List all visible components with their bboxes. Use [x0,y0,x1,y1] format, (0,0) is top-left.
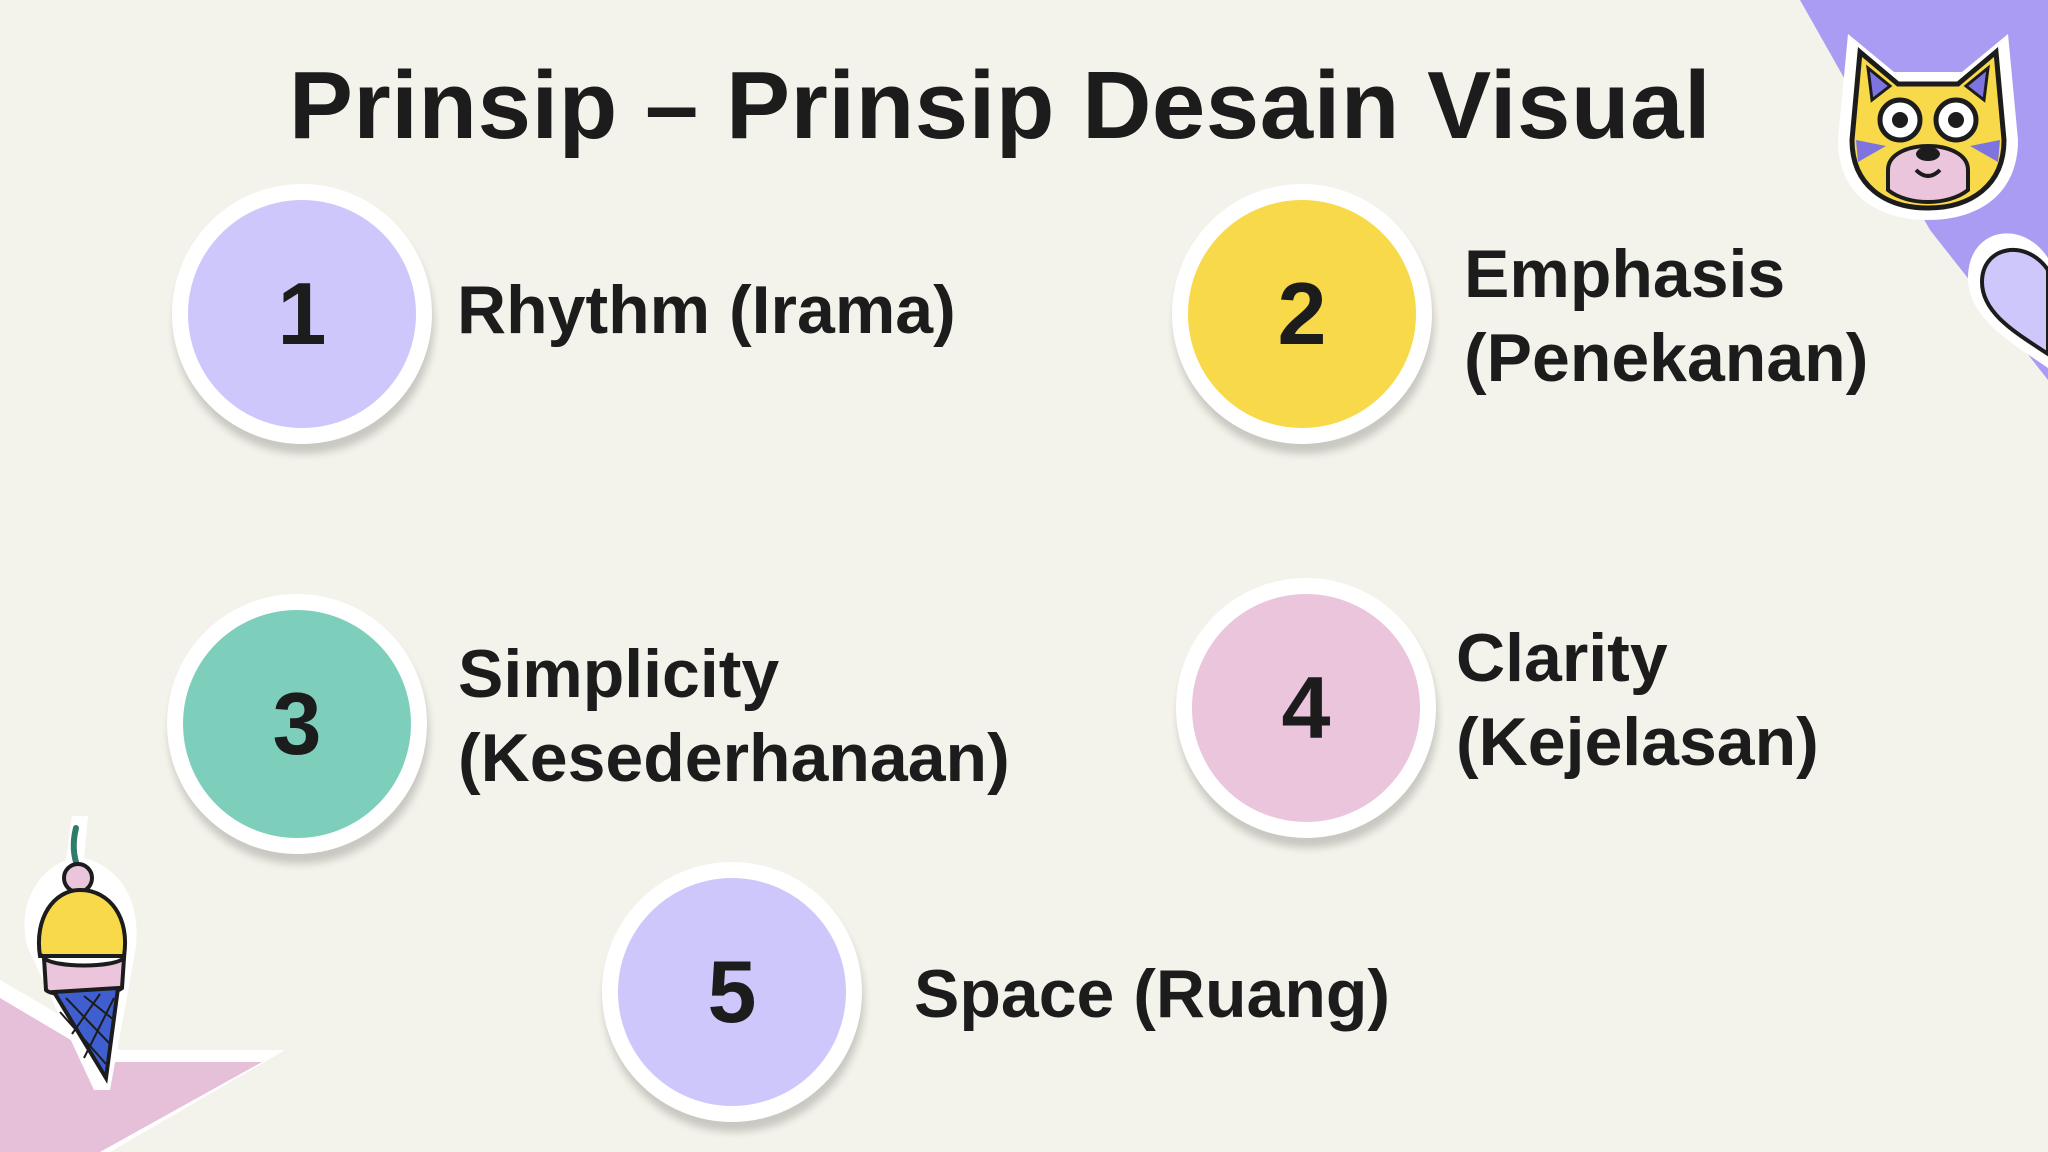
ice-cream-sticker [24,816,137,1090]
number-circle-2: 2 [1172,184,1432,444]
principle-label-2: Emphasis (Penekanan) [1464,232,1868,400]
number-circle-5: 5 [602,862,862,1122]
cat-face-sticker [1838,34,2018,220]
heart-sticker [1968,233,2048,368]
number-circle-4: 4 [1176,578,1436,838]
principle-label-3: Simplicity (Kesederhanaan) [458,632,1010,800]
number-5: 5 [707,942,757,1041]
principle-4-line1: Clarity [1456,620,1668,696]
principle-3-line1: Simplicity [458,636,780,712]
number-2: 2 [1277,264,1327,363]
number-4: 4 [1281,658,1331,757]
principle-label-1: Rhythm (Irama) [457,268,956,352]
principle-2-line2: (Penekanan) [1464,320,1869,396]
slide-title: Prinsip – Prinsip Desain Visual [288,52,1712,159]
number-circle-1: 1 [172,184,432,444]
principle-5-text: Space (Ruang) [914,956,1391,1032]
principle-label-4: Clarity (Kejelasan) [1456,616,1819,784]
principle-4-line2: (Kejelasan) [1456,704,1819,780]
principle-label-5: Space (Ruang) [914,952,1390,1036]
number-circle-3: 3 [167,594,427,854]
principle-3-line2: (Kesederhanaan) [458,720,1010,796]
principle-2-line1: Emphasis [1464,236,1786,312]
number-1: 1 [277,264,327,363]
number-3: 3 [272,674,322,773]
principle-1-text: Rhythm (Irama) [457,272,956,348]
